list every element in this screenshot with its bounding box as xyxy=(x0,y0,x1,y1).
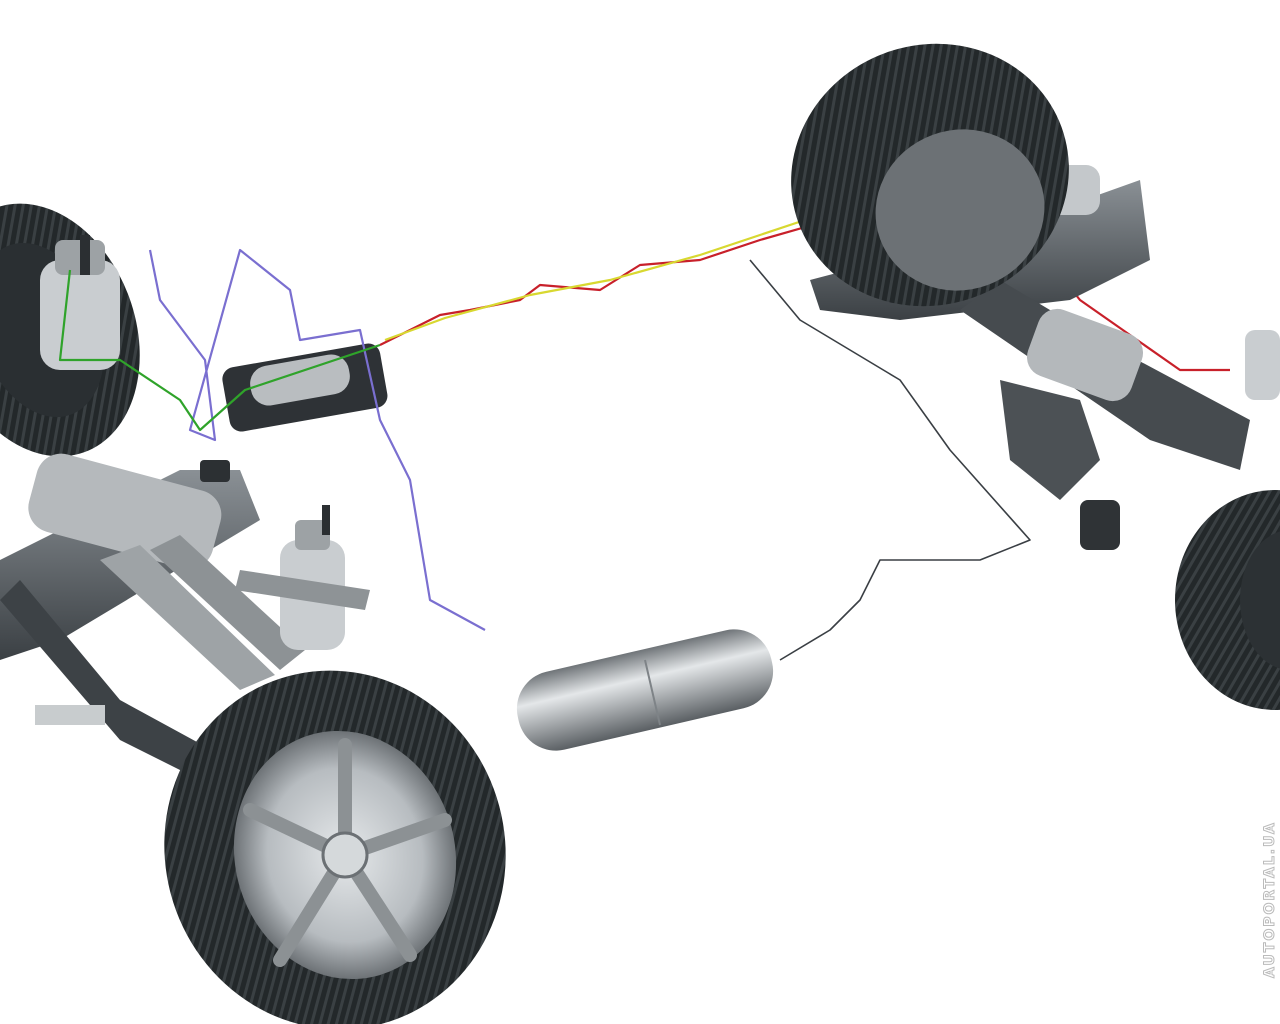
air-compressor xyxy=(222,343,388,432)
front-right-wheel xyxy=(164,670,506,1024)
rear-right-wheel xyxy=(1175,330,1280,710)
front-left-air-strut xyxy=(40,235,120,370)
air-reservoir-tank xyxy=(516,629,774,751)
watermark: AUTOPORTAL.UA xyxy=(1262,821,1279,979)
front-subframe xyxy=(0,453,305,780)
rear-left-wheel xyxy=(791,43,1069,307)
front-right-air-strut xyxy=(235,505,370,650)
